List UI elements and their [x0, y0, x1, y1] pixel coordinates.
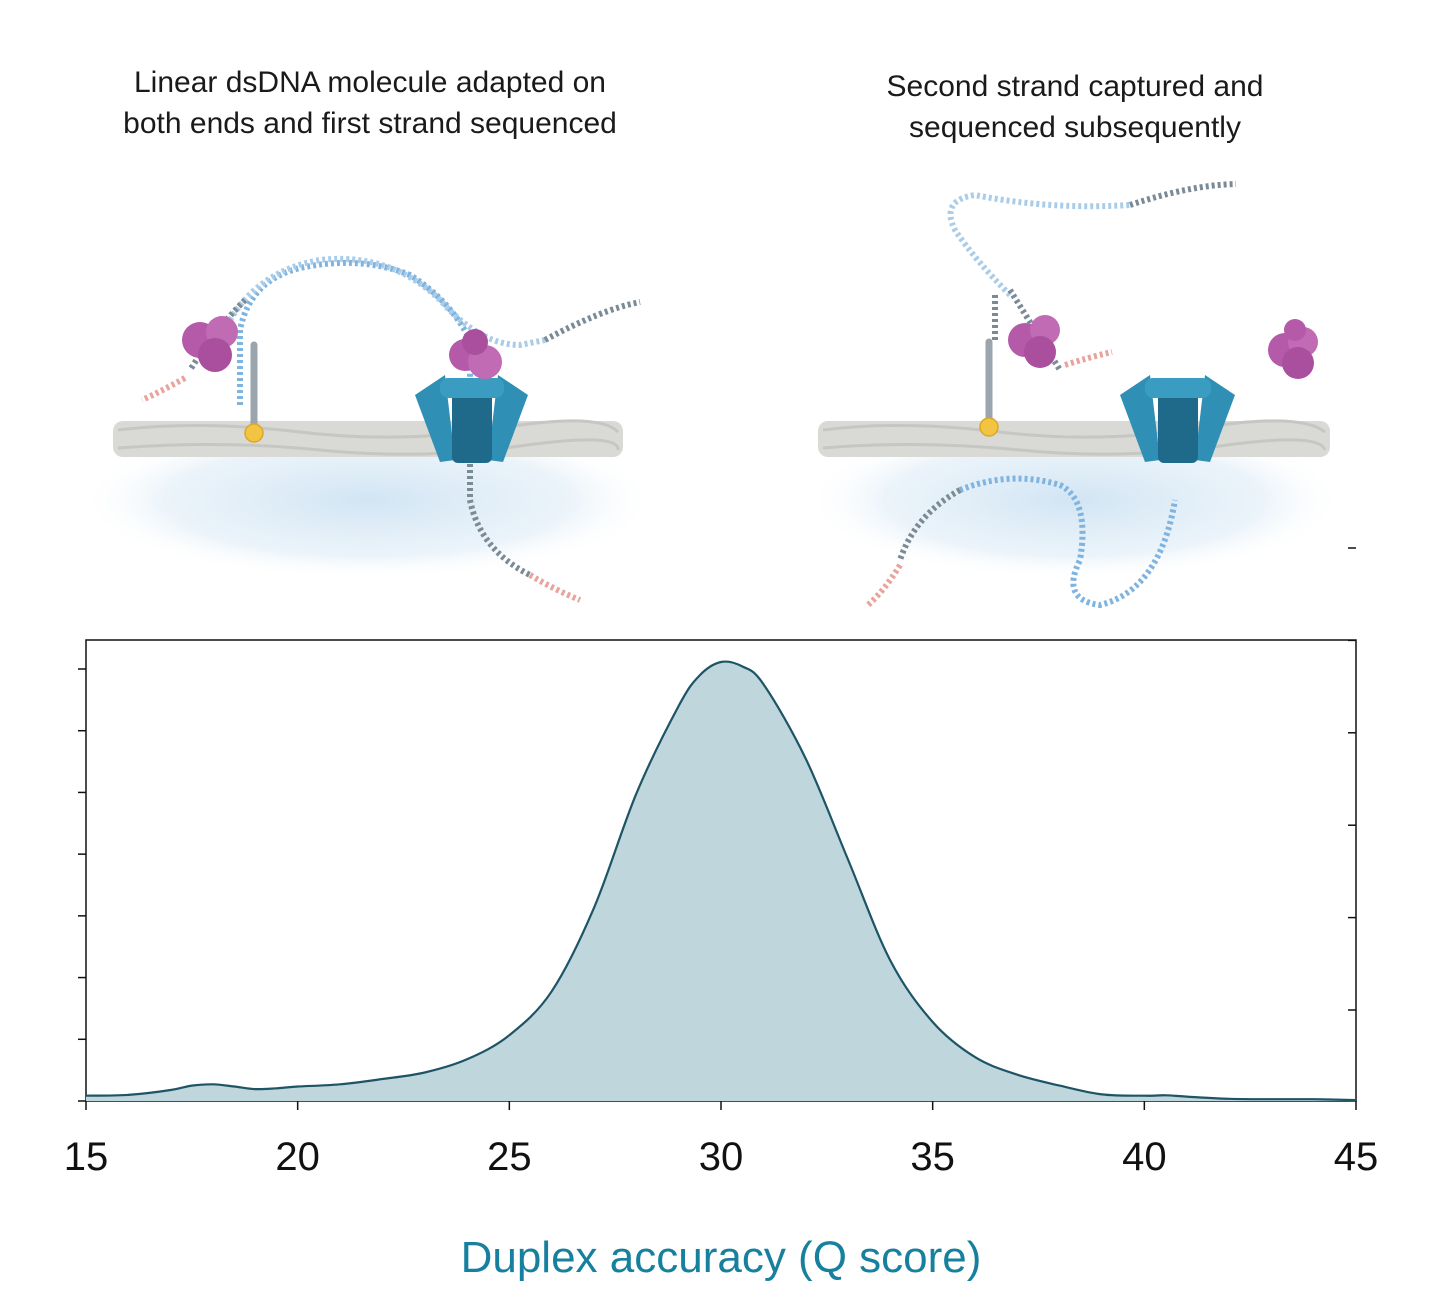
right-free-motor-protein: [1268, 319, 1318, 379]
left-dna-strand-1: [237, 259, 473, 410]
left-glow: [78, 420, 658, 580]
right-schematic: [805, 181, 1345, 609]
left-adapter-right: [543, 299, 641, 343]
right-caption-line-1: Second strand captured and: [886, 70, 1264, 103]
left-caption-line-2: both ends and first strand sequenced: [123, 107, 617, 140]
right-membrane-texture-2: [822, 438, 1327, 456]
left-translocating-leader: [528, 572, 582, 603]
left-dna-strand-2: [227, 255, 546, 349]
left-leader: [140, 375, 187, 403]
left-panel-caption: Linear dsDNA molecule adapted on both en…: [70, 62, 670, 144]
left-motor-protein: [182, 316, 238, 372]
right-leader-bottom: [865, 563, 903, 608]
right-bottom-adapter: [897, 487, 962, 561]
left-membrane-texture-2: [117, 438, 620, 456]
right-tether-bead: [979, 417, 999, 437]
x-tick-label: 45: [1334, 1135, 1379, 1179]
right-membrane-texture: [822, 419, 1326, 439]
left-translocating-adapter: [467, 410, 532, 578]
x-tick-label: 25: [487, 1135, 532, 1179]
x-axis-tick-labels: 15 20 25 30 35 40 45: [64, 1135, 1379, 1179]
left-pore-motor-protein: [449, 329, 502, 379]
x-tick-label: 35: [910, 1135, 955, 1179]
left-axis-ticks: [78, 668, 86, 1102]
sequencing-schematic: [78, 181, 1345, 609]
right-caption-line-2: sequenced subsequently: [909, 111, 1241, 144]
density-area: [86, 661, 1356, 1101]
x-tick-label: 20: [275, 1135, 320, 1179]
x-tick-label: 15: [64, 1135, 109, 1179]
right-panel-caption: Second strand captured and sequenced sub…: [775, 66, 1375, 148]
x-axis-ticks: [85, 1101, 1357, 1110]
x-axis-label: Duplex accuracy (Q score): [461, 1233, 982, 1282]
left-membrane-texture: [117, 419, 620, 439]
left-nanopore: [415, 375, 528, 463]
x-tick-label: 40: [1122, 1135, 1167, 1179]
right-motor-protein: [1008, 315, 1060, 368]
density-line: [85, 660, 1357, 1102]
right-second-strand: [947, 191, 1131, 298]
left-caption-line-1: Linear dsDNA molecule adapted on: [134, 66, 606, 99]
right-top-adapter: [1129, 181, 1237, 208]
right-leader-top: [1064, 349, 1113, 368]
x-tick-label: 30: [699, 1135, 744, 1179]
left-schematic: [78, 255, 658, 603]
plot-frame: [85, 639, 1357, 1102]
right-nanopore: [1120, 375, 1235, 463]
right-hairpin-adapter: [992, 288, 1063, 372]
left-tether-bead: [244, 423, 264, 443]
